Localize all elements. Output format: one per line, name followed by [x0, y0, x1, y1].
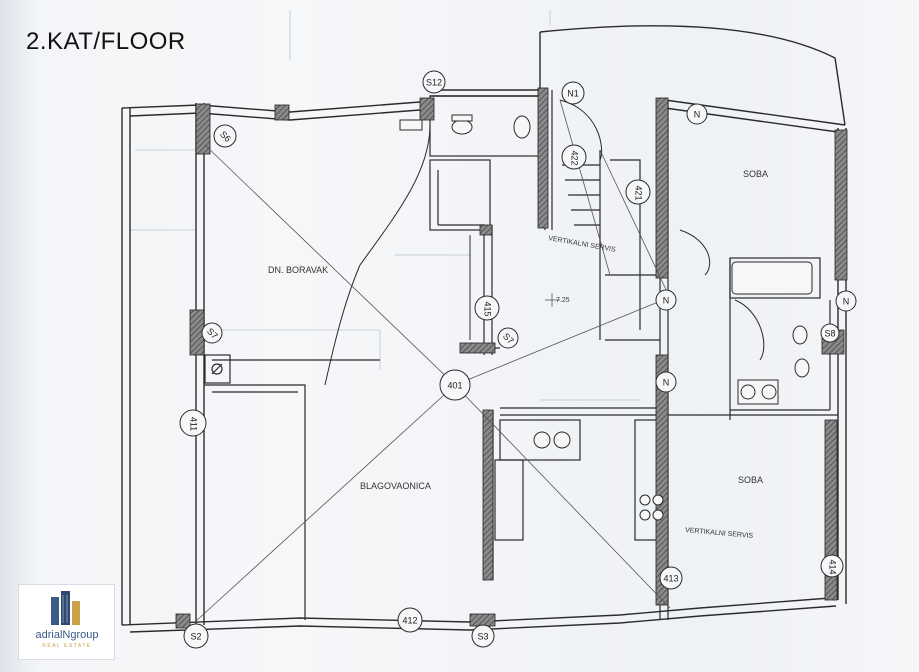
- tag-circle-401: [439, 369, 471, 401]
- tag-422: 422: [570, 150, 580, 165]
- note-vertical-service-1: VERTIKALNI SERVIS: [548, 235, 617, 254]
- tag-circle-414: [820, 554, 844, 578]
- room-label-living: DN. BORAVAK: [268, 265, 328, 275]
- tag-circle-s12: [422, 70, 446, 94]
- tag-circle-n1: [561, 81, 585, 105]
- tag-circle-s7b: [497, 327, 519, 349]
- tag-n-low: N: [663, 377, 670, 387]
- tag-415: 415: [483, 301, 493, 316]
- tag-411: 411: [189, 417, 199, 431]
- tag-circle-n-right: [835, 290, 857, 312]
- tag-414: 414: [828, 559, 838, 574]
- tag-s2: S2: [190, 631, 201, 641]
- tag-circle-s6: [213, 124, 237, 148]
- logo-buildings-icon: [51, 591, 80, 625]
- note-vertical-service-2: VERTIKALNI SERVIS: [685, 527, 754, 540]
- tag-circle-422: [561, 144, 587, 170]
- tag-circle-412: [397, 607, 423, 633]
- tag-circle-n-top: [686, 103, 708, 125]
- room-label-dining: BLAGOVAONICA: [360, 481, 431, 491]
- floor-title: 2.KAT/FLOOR: [26, 28, 186, 55]
- tag-circle-s2: [183, 623, 209, 649]
- annotation-lines: [194, 99, 671, 623]
- sanitary-fixtures: [399, 114, 813, 521]
- note-level: 7.25: [556, 297, 570, 304]
- tag-n-top: N: [694, 109, 701, 119]
- tag-n1: N1: [567, 88, 579, 98]
- tag-412: 412: [402, 615, 417, 625]
- tag-circle-n-low: [655, 371, 677, 393]
- tag-s8: S8: [824, 328, 835, 338]
- company-logo: adrialNgroup REAL ESTATE: [18, 584, 115, 660]
- tag-s12: S12: [426, 77, 442, 87]
- tag-circle-411: [179, 409, 207, 437]
- tag-s3: S3: [477, 631, 488, 641]
- background-ghost-lines: [130, 10, 640, 401]
- logo-subtitle: REAL ESTATE: [42, 643, 92, 649]
- tag-413: 413: [663, 573, 678, 583]
- tag-circle-s3: [471, 624, 495, 648]
- tag-circle-n-mid: [655, 289, 677, 311]
- logo-brand-text: adrialNgroup: [35, 629, 99, 641]
- tag-n-mid: N: [663, 295, 670, 305]
- tag-circle-s7a: [201, 322, 223, 344]
- tag-401: 401: [447, 380, 462, 390]
- tag-circle-415: [474, 295, 500, 321]
- room-label-bedroom-bottom: SOBA: [738, 475, 763, 485]
- tag-circle-421: [625, 179, 651, 205]
- tag-circle-s8: [820, 323, 840, 343]
- tag-circle-413: [659, 566, 683, 590]
- room-label-bedroom-top: SOBA: [743, 169, 768, 179]
- tag-421: 421: [634, 185, 644, 200]
- tag-n-right: N: [843, 296, 850, 306]
